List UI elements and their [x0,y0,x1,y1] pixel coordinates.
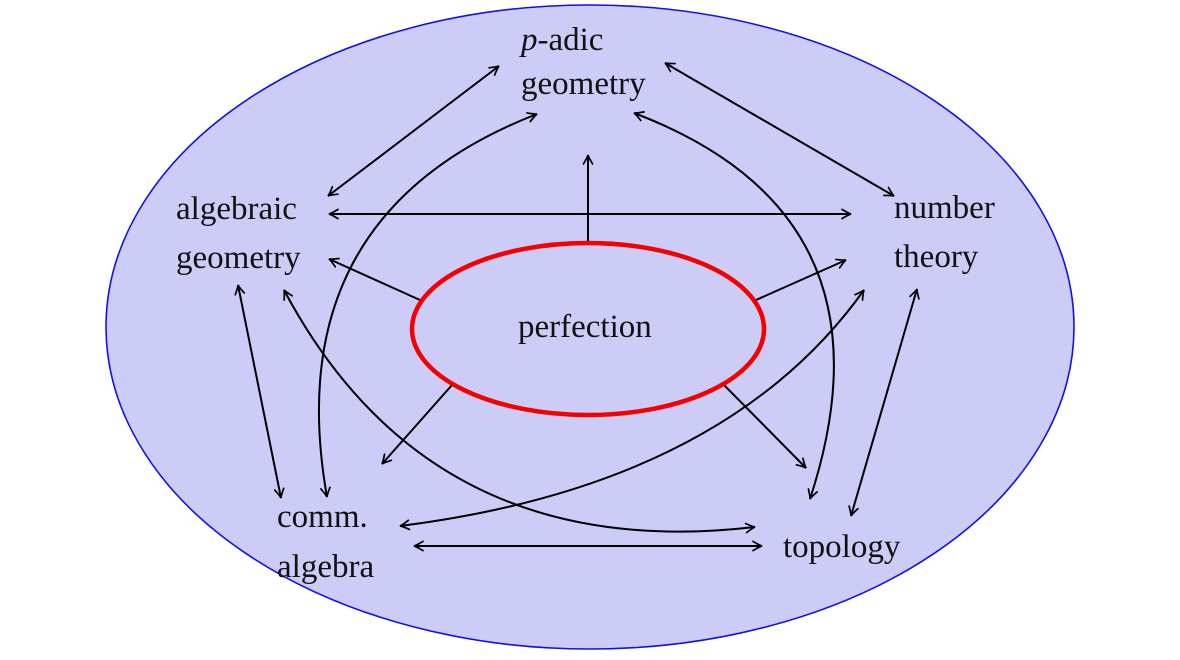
arrows-layer [234,62,920,552]
edge-perfection--comm-algebra [381,384,453,465]
edge-perfection--number-theory [755,258,847,301]
edge-algebraic-geometry--comm-algebra [234,284,285,499]
edge-comm-algebra--number-theory-curve [399,289,865,531]
edge-perfection--topology [723,384,807,469]
edge-perfection--algebraic-geometry [328,257,421,301]
node-number-theory: number theory [894,190,995,275]
perfection-ellipse [409,240,767,418]
node-topology: topology [783,529,901,565]
node-comm-algebra: comm. algebra [277,499,375,585]
node-p-adic-geometry: p-adic geometry [521,18,646,106]
node-perfection: perfection [518,309,652,345]
node-p-adic-geometry-line2: geometry [521,66,646,102]
node-algebraic-geometry: algebraic geometry [176,191,301,276]
node-p-adic-geometry-line1: p-adic [521,22,604,58]
